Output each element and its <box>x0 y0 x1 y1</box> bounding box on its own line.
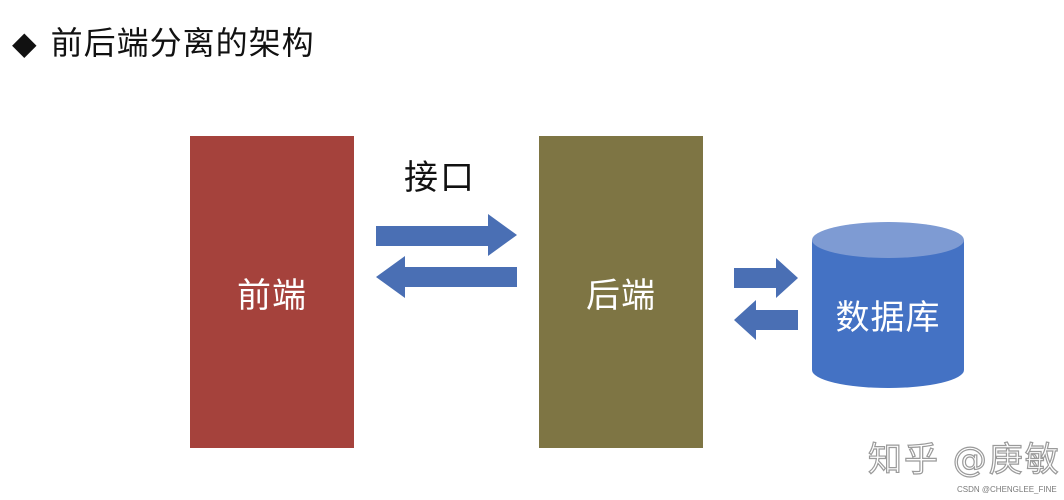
arrow-frontend-to-backend <box>376 214 517 256</box>
arrow-backend-to-frontend <box>376 256 517 298</box>
arrow-database-to-backend <box>734 300 798 340</box>
zhihu-watermark: 知乎 @庚敏 <box>867 439 1061 480</box>
arrow-backend-to-database <box>734 258 798 298</box>
diagram-title: ◆ 前后端分离的架构 <box>12 18 315 68</box>
title-text: 前后端分离的架构 <box>50 24 315 62</box>
database-cylinder <box>812 222 964 388</box>
database-label: 数据库 <box>835 298 941 338</box>
database-cylinder-body <box>812 240 964 388</box>
diamond-bullet-icon: ◆ <box>12 24 37 62</box>
frontend-label: 前端 <box>237 275 307 316</box>
backend-box: 后端 <box>539 136 703 448</box>
csdn-credit: CSDN @CHENGLEE_FINE <box>957 485 1057 494</box>
frontend-box: 前端 <box>190 136 354 448</box>
backend-label: 后端 <box>586 275 656 316</box>
database-cylinder-top <box>812 222 964 258</box>
interface-label: 接口 <box>404 158 476 198</box>
